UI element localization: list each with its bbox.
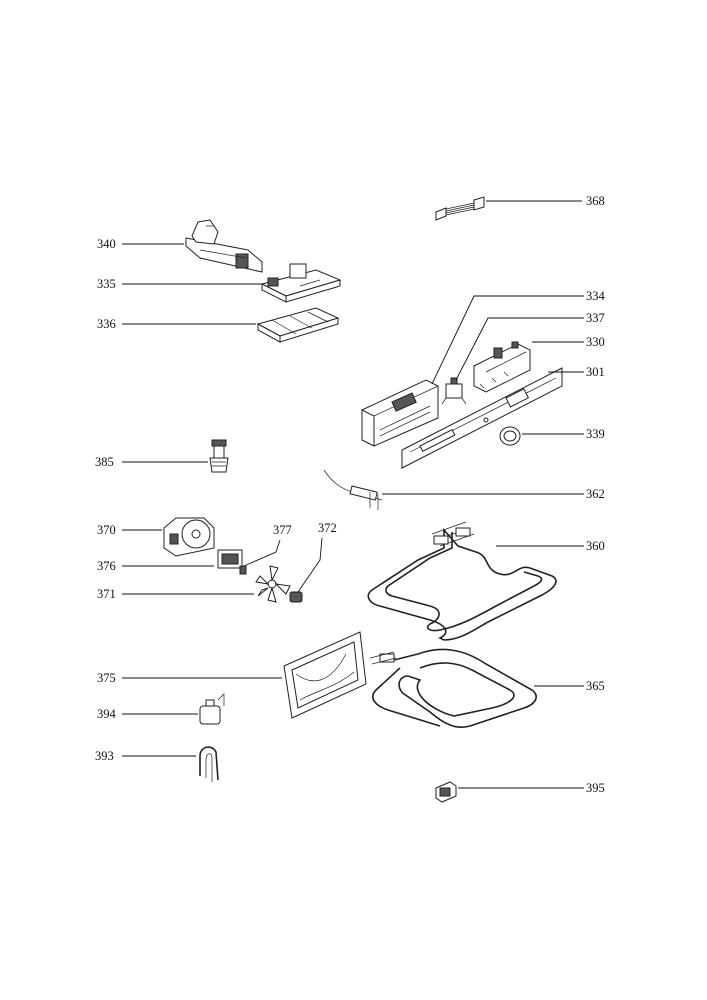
label-394: 394 bbox=[97, 707, 117, 721]
label-395: 395 bbox=[586, 781, 605, 795]
label-385: 385 bbox=[95, 455, 114, 469]
part-395-terminal-block bbox=[435, 781, 457, 803]
part-371-fan-blade bbox=[255, 565, 291, 603]
part-375-fan-cover bbox=[283, 631, 367, 719]
part-360-grill-heating-element bbox=[367, 521, 557, 641]
label-372: 372 bbox=[318, 521, 337, 535]
part-372-bushing bbox=[289, 591, 303, 603]
label-377: 377 bbox=[273, 523, 292, 537]
label-376: 376 bbox=[97, 559, 116, 573]
label-368: 368 bbox=[586, 194, 605, 208]
label-336: 336 bbox=[97, 317, 116, 331]
label-334: 334 bbox=[586, 289, 606, 303]
part-340-electronic-module bbox=[185, 219, 263, 273]
part-365-circular-heating-element bbox=[369, 648, 537, 728]
label-375: 375 bbox=[97, 671, 116, 685]
label-339: 339 bbox=[586, 427, 605, 441]
label-362: 362 bbox=[586, 487, 605, 501]
part-370-fan-motor bbox=[163, 517, 215, 557]
leader-372 bbox=[297, 537, 323, 593]
label-360: 360 bbox=[586, 539, 605, 553]
part-339-knob bbox=[499, 426, 521, 446]
leader-377 bbox=[243, 539, 281, 567]
part-336-board-tray bbox=[256, 307, 340, 343]
label-371: 371 bbox=[97, 587, 116, 601]
leader-337 bbox=[455, 317, 584, 381]
part-337-encoder-switch bbox=[441, 377, 467, 405]
part-393-wire bbox=[199, 746, 219, 782]
part-385-lamp-holder bbox=[209, 439, 229, 473]
label-393: 393 bbox=[95, 749, 114, 763]
label-337: 337 bbox=[586, 311, 605, 325]
part-301-control-panel bbox=[401, 367, 563, 469]
part-330-module-board bbox=[473, 341, 531, 393]
label-301: 301 bbox=[586, 365, 605, 379]
label-365: 365 bbox=[586, 679, 605, 693]
part-362-temperature-sensor bbox=[323, 469, 383, 510]
part-368-wire-connector bbox=[435, 196, 485, 221]
leader-334 bbox=[431, 295, 584, 385]
label-335: 335 bbox=[97, 277, 116, 291]
label-330: 330 bbox=[586, 335, 605, 349]
label-370: 370 bbox=[97, 523, 116, 537]
part-334-control-unit bbox=[361, 379, 439, 447]
label-340: 340 bbox=[97, 237, 116, 251]
part-377-nut bbox=[239, 565, 247, 575]
part-394-thermostat bbox=[199, 693, 225, 725]
part-376-gasket bbox=[217, 549, 243, 569]
part-335-circuit-board bbox=[260, 263, 342, 303]
